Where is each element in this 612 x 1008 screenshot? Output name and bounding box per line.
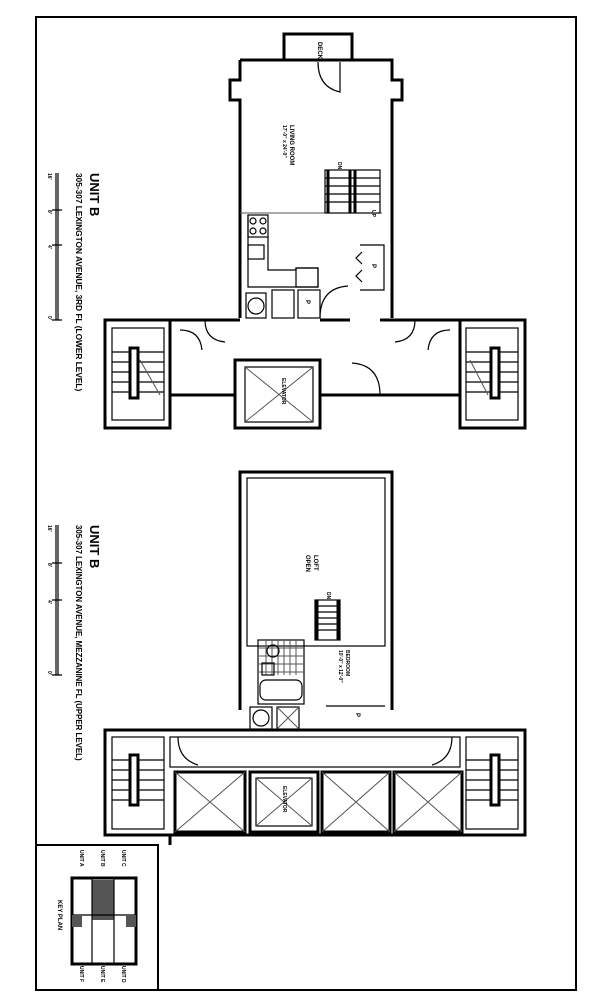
key-unit-b: UNIT B bbox=[99, 850, 105, 867]
scale-tick: 4' bbox=[46, 600, 52, 604]
stair-tower-right bbox=[458, 318, 527, 430]
loft-sub-label: OPEN bbox=[304, 555, 310, 572]
unit-title: UNIT B bbox=[87, 173, 102, 216]
key-unit-f: UNIT F bbox=[78, 966, 84, 982]
scale-bar bbox=[52, 173, 62, 321]
interior-stair bbox=[324, 169, 381, 214]
up-label: UP bbox=[370, 210, 376, 218]
scale-tick: 0' bbox=[46, 316, 52, 320]
drawing-subtitle: 305-307 LEXINGTON AVENUE, MEZZANINE FL (… bbox=[74, 525, 83, 761]
scale-tick: 8' bbox=[46, 563, 52, 567]
title-block-lower-level: 16' 8' 4' 0' UNIT B 305-307 LEXINGTON AV… bbox=[46, 173, 102, 391]
key-unit-c: UNIT C bbox=[120, 850, 126, 867]
key-unit-d: UNIT D bbox=[120, 966, 126, 983]
bathroom bbox=[257, 639, 305, 705]
door bbox=[317, 61, 341, 93]
unit-walls bbox=[228, 58, 404, 318]
corridor bbox=[168, 318, 462, 397]
scale-tick: 16' bbox=[46, 173, 52, 180]
scale-bar bbox=[52, 525, 62, 676]
elevators bbox=[173, 770, 464, 834]
scale-tick: 8' bbox=[46, 210, 52, 214]
scale-tick: 4' bbox=[46, 245, 52, 249]
loft-area bbox=[246, 477, 386, 647]
elevator-label: ELEVATOR bbox=[280, 378, 286, 405]
living-room-dim: 17'-0" x 24'-0" bbox=[281, 125, 287, 158]
pantry bbox=[297, 289, 321, 319]
living-room-label: LIVING ROOM bbox=[288, 125, 294, 165]
closet bbox=[355, 244, 385, 291]
unit-title: UNIT B bbox=[87, 525, 102, 568]
door-swings bbox=[179, 285, 451, 396]
loft-stair bbox=[314, 599, 341, 641]
deck-label: DECK bbox=[316, 42, 322, 60]
key-unit-e: UNIT E bbox=[99, 966, 105, 983]
loft-label: LOFT bbox=[312, 555, 318, 571]
stair-tower-left bbox=[103, 318, 172, 430]
bedroom-dim: 10'-0" x 12'-0" bbox=[337, 650, 343, 683]
closet-label: P bbox=[354, 713, 360, 717]
dn-label: DN bbox=[325, 592, 331, 600]
corridor bbox=[103, 728, 527, 845]
drawing-subtitle: 305-307 LEXINGTON AVENUE, 3RD FL (LOWER … bbox=[74, 173, 84, 391]
toilet-room bbox=[245, 292, 267, 319]
cabinet bbox=[271, 289, 295, 319]
elevator-label: ELEVATOR bbox=[281, 786, 287, 813]
scale-tick: 0' bbox=[46, 671, 52, 675]
door-swings bbox=[177, 736, 453, 766]
closet-label: P bbox=[370, 264, 376, 268]
plan-upper-level: LOFT OPEN DN BEDROOM 10'-0" x 12'-0" P bbox=[103, 470, 527, 845]
scale-tick: 16' bbox=[46, 525, 52, 532]
unit-walls bbox=[238, 470, 394, 710]
unit-b-highlight bbox=[92, 880, 114, 920]
kitchen bbox=[247, 214, 319, 288]
elevator bbox=[233, 358, 322, 430]
stair-tower-left bbox=[111, 736, 165, 830]
sheet-border bbox=[35, 16, 577, 991]
pantry-label: P bbox=[304, 300, 310, 304]
key-unit-a: UNIT A bbox=[78, 850, 84, 867]
stair-tower-right bbox=[465, 736, 519, 830]
bedroom-label: BEDROOM bbox=[344, 650, 350, 676]
key-plan: KEY PLAN UNIT A UNIT B UNIT C UNIT F UNI… bbox=[35, 844, 159, 991]
toilet bbox=[247, 297, 265, 315]
plan-lower-level: DECK LIVING ROOM 17'-0" x 24'-0" DN UP P… bbox=[103, 32, 527, 430]
title-block-upper-level: 16' 8' 4' 0' UNIT B 305-307 LEXINGTON AV… bbox=[46, 525, 102, 761]
dn-label: DN bbox=[336, 162, 342, 170]
key-plan-title: KEY PLAN bbox=[56, 900, 62, 930]
